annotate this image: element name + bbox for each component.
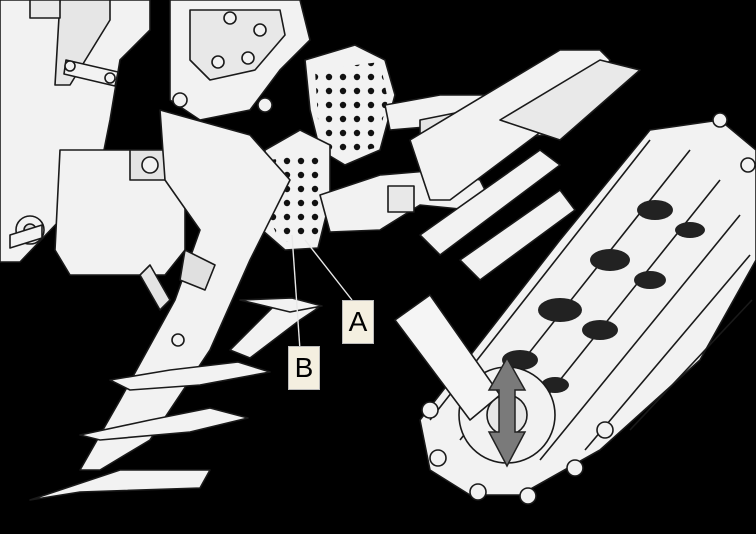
callout-a: A: [342, 300, 374, 344]
leader-line-b: [291, 234, 301, 351]
roller-teeth: [421, 112, 756, 505]
double-headed-vertical-arrow-icon: [487, 356, 527, 468]
wing-shares: [29, 297, 323, 501]
roller-support-frame: [409, 49, 641, 281]
leader-line-a: [304, 239, 353, 301]
main-frame: [0, 0, 151, 263]
hole-plate-upper: [304, 44, 396, 166]
callout-b: B: [288, 346, 320, 390]
